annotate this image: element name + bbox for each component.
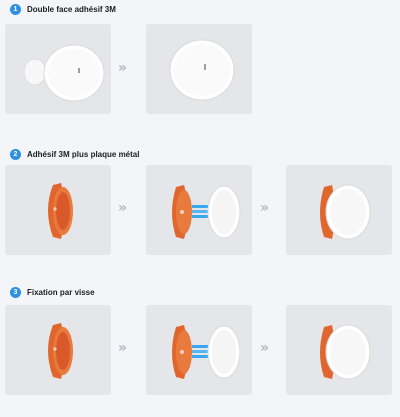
section-2-title: Adhésif 3M plus plaque métal: [27, 150, 140, 159]
step3-image-1: [5, 305, 111, 395]
step3-image-2: [146, 305, 252, 395]
arrow-icon: »: [118, 340, 127, 356]
section-3-heading: 3 Fixation par visse: [10, 287, 95, 298]
magnetic-attach-illustration: [172, 185, 241, 239]
sensor-mounted-illustration: [169, 39, 235, 101]
step1-image-before: [5, 24, 111, 114]
step1-image-after: [146, 24, 252, 114]
sensor-on-mount-illustration: [320, 184, 371, 240]
section-3-title: Fixation par visse: [27, 288, 95, 297]
arrow-icon: »: [118, 200, 127, 216]
step-number-2: 2: [10, 149, 21, 160]
step3-image-3: [286, 305, 392, 395]
arrow-icon: »: [118, 60, 127, 76]
section-1-heading: 1 Double face adhésif 3M: [10, 4, 116, 15]
sensor-screwed-illustration: [320, 324, 371, 380]
step2-image-2: [146, 165, 252, 255]
arrow-icon: »: [260, 200, 269, 216]
step-number-1: 1: [10, 4, 21, 15]
section-2-heading: 2 Adhésif 3M plus plaque métal: [10, 149, 139, 160]
step2-image-1: [5, 165, 111, 255]
step-number-3: 3: [10, 287, 21, 298]
step2-image-3: [286, 165, 392, 255]
orange-mount-screw-illustration: [48, 323, 73, 379]
section-1-title: Double face adhésif 3M: [27, 5, 116, 14]
orange-mount-illustration: [48, 183, 73, 239]
arrow-icon: »: [260, 340, 269, 356]
sensor-and-adhesive-illustration: [23, 44, 105, 102]
screw-attach-illustration: [172, 325, 241, 379]
